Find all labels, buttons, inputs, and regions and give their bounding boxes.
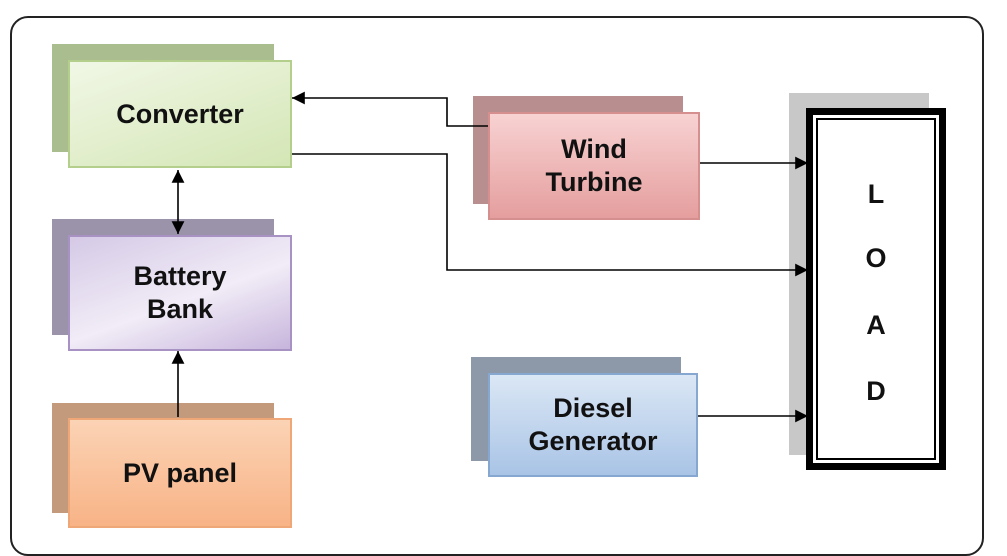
connector-lines	[171, 91, 808, 423]
arrow-wind-to-converter	[292, 91, 488, 127]
pv-panel-block: PV panel	[68, 418, 292, 528]
wind-turbine-block: Wind Turbine	[488, 112, 700, 220]
arrow-converter-to-load	[292, 153, 808, 277]
load-block: L O A D	[806, 108, 946, 470]
diesel-generator-block: Diesel Generator	[488, 373, 698, 477]
battery-bank-block: Battery Bank	[68, 235, 292, 351]
converter-block: Converter	[68, 60, 292, 168]
